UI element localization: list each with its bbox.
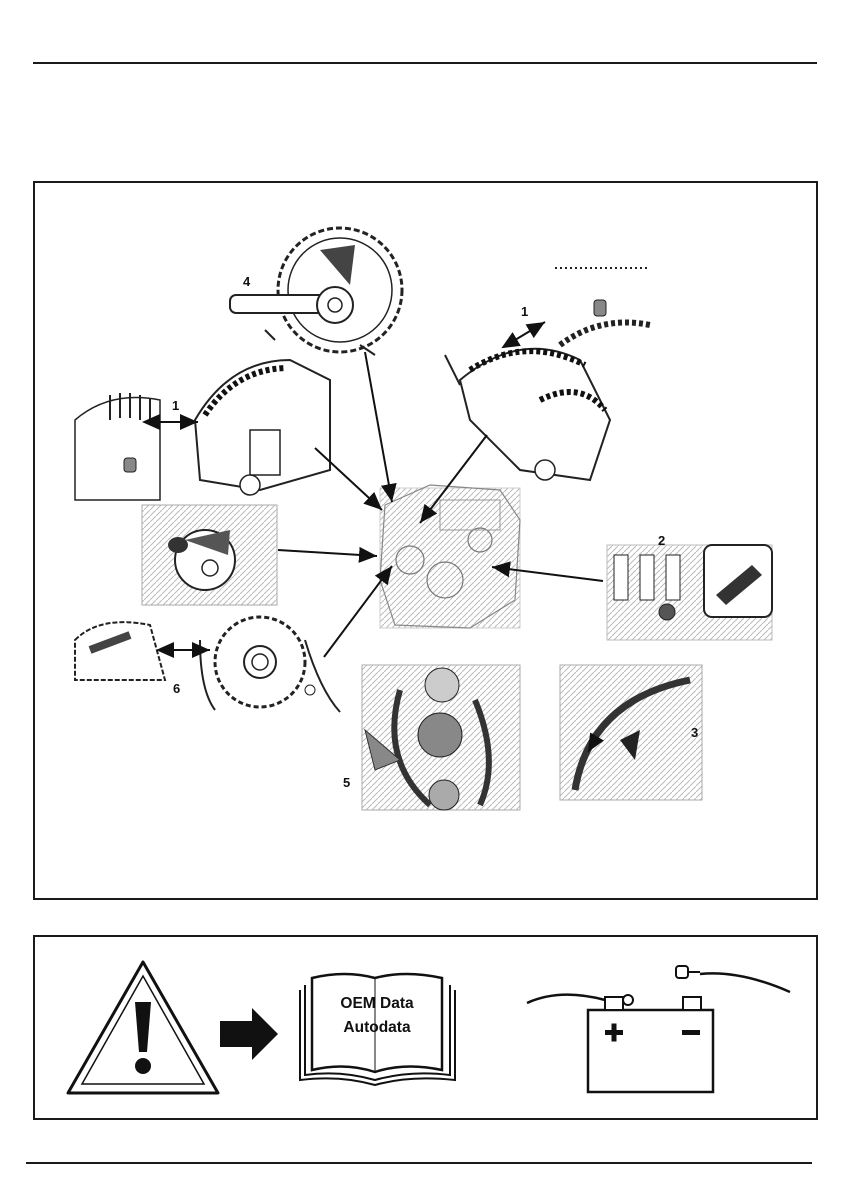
callout-6: 6 (173, 681, 180, 696)
tensioner-rail-illustration (560, 665, 702, 800)
callout-2: 2 (658, 533, 665, 548)
intermediate-sprocket-illustration (75, 617, 340, 712)
callout-1-left: 1 (172, 398, 179, 413)
battery-disconnect-icon (527, 966, 790, 1092)
arrow-right-icon (220, 1008, 278, 1060)
tensioner-locking-pin-illustration (607, 545, 772, 640)
book-title-line1: OEM Data (340, 995, 414, 1012)
chain-guide-tensioner-illustration (362, 665, 520, 810)
callout-4: 4 (243, 274, 251, 289)
callout-1-right: 1 (521, 304, 528, 319)
camshaft-sprocket-wrench-illustration (230, 228, 402, 355)
callout-5: 5 (343, 775, 350, 790)
warning-triangle-icon (68, 962, 218, 1093)
callout-3: 3 (691, 725, 698, 740)
crankshaft-locking-tool-illustration (142, 505, 277, 605)
book-title-line2: Autodata (343, 1019, 411, 1036)
manual-book-icon: OEM Data Autodata (300, 974, 455, 1085)
left-camshaft-sprockets-illustration (75, 360, 330, 500)
engine-block-illustration (380, 485, 520, 628)
